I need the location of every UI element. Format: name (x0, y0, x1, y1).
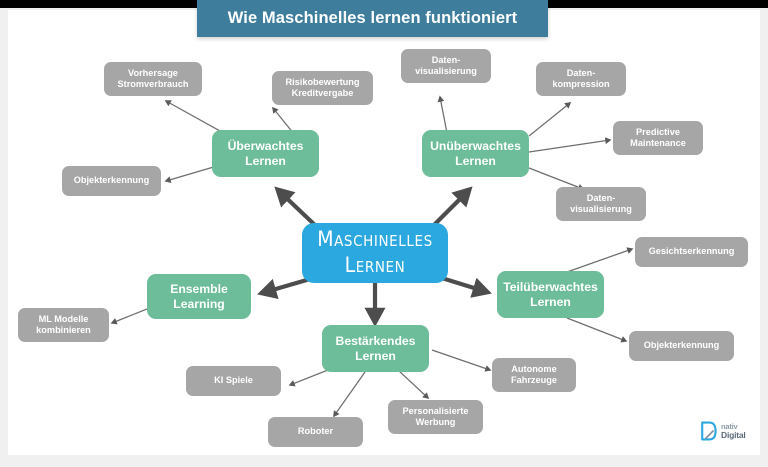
node-ueberwachtes-lernen[interactable]: Überwachtes Lernen (212, 130, 319, 177)
leaf-label-line2: Maintenance (630, 138, 686, 148)
leaf-label-line1: Autonome (511, 363, 557, 374)
leaf-label-line1: Personalisierte (402, 405, 469, 416)
node-vorhersage-stromverbrauch[interactable]: Vorhersage Stromverbrauch (104, 62, 202, 96)
node-ki-spiele[interactable]: KI Spiele (186, 366, 281, 396)
branch-label-line2: Lernen (455, 153, 496, 168)
node-autonome-fahrzeuge[interactable]: Autonome Fahrzeuge (492, 358, 576, 392)
leaf-label-line2: visualisierung (570, 204, 632, 214)
branch-label-line1: Ensemble (170, 281, 228, 296)
leaf-label-line1: ML Modelle (38, 313, 89, 324)
node-personalisierte-werbung[interactable]: Personalisierte Werbung (388, 400, 483, 434)
leaf-label-line2: Kreditvergabe (291, 88, 354, 98)
leaf-label-line2: Fahrzeuge (511, 375, 557, 385)
title-banner: Wie Maschinelles lernen funktioniert (197, 0, 548, 37)
branch-label-line1: Unüberwachtes (430, 138, 521, 153)
branch-label-line2: Lernen (245, 153, 286, 168)
node-risikobewertung-kreditvergabe[interactable]: Risikobewertung Kreditvergabe (272, 71, 373, 105)
center-node-line1: Maschinelles (317, 227, 433, 252)
leaf-label-line2: Stromverbrauch (117, 79, 189, 89)
leaf-label-line2: kombinieren (36, 325, 91, 335)
node-unueberwachtes-lernen[interactable]: Unüberwachtes Lernen (422, 130, 529, 177)
node-ml-modelle-kombinieren[interactable]: ML Modelle kombinieren (18, 308, 109, 342)
node-maschinelles-lernen[interactable]: Maschinelles Lernen (302, 223, 448, 283)
node-datenvisualisierung-oben[interactable]: Daten- visualisierung (401, 49, 491, 83)
leaf-label-line2: kompression (552, 79, 610, 89)
node-predictive-maintenance[interactable]: Predictive Maintenance (613, 121, 703, 155)
node-datenkompression[interactable]: Daten- kompression (536, 62, 626, 96)
node-datenvisualisierung-unten[interactable]: Daten- visualisierung (556, 187, 646, 221)
center-node-line2: Lernen (344, 253, 406, 277)
leaf-label-line2: visualisierung (415, 66, 477, 76)
page-title: Wie Maschinelles lernen funktioniert (227, 9, 518, 27)
node-bestaerkendes-lernen[interactable]: Bestärkendes Lernen (322, 325, 429, 372)
leaf-label-line1: Vorhersage (128, 67, 178, 78)
leaf-label-line1: Predictive (636, 126, 680, 137)
leaf-label-line1: Daten- (431, 54, 461, 65)
leaf-label-line1: Objekterkennung (73, 175, 150, 186)
node-gesichtserkennung[interactable]: Gesichtserkennung (635, 237, 748, 267)
logo-name-top: nativ (721, 422, 738, 431)
logo-wordmark: nativ Digital (721, 423, 746, 439)
leaf-label-line1: Risikobewertung (285, 76, 360, 87)
branch-label-line2: Learning (173, 296, 225, 311)
leaf-label-line2: Werbung (415, 417, 456, 427)
branch-label-line1: Überwachtes (227, 138, 304, 153)
logo-name-bottom: Digital (721, 429, 746, 440)
nativ-logo-mark (701, 421, 717, 441)
leaf-label-line1: Roboter (297, 426, 334, 437)
node-teilueberwachtes-lernen[interactable]: Teilüberwachtes Lernen (497, 271, 604, 318)
leaf-label-line1: Daten- (566, 67, 596, 78)
branch-label-line2: Lernen (355, 348, 396, 363)
branch-label-line1: Bestärkendes (335, 333, 416, 348)
leaf-label-line1: Gesichtserkennung (648, 246, 735, 257)
leaf-label-line1: KI Spiele (214, 375, 253, 386)
leaf-label-line1: Daten- (586, 192, 616, 203)
node-objekterkennung-ueberwacht[interactable]: Objekterkennung (62, 166, 161, 196)
branch-label-line1: Teilüberwachtes (503, 279, 598, 294)
node-roboter[interactable]: Roboter (268, 417, 363, 447)
leaf-label-line1: Objekterkennung (643, 340, 720, 351)
node-objekterkennung-teil[interactable]: Objekterkennung (629, 331, 734, 361)
branch-label-line2: Lernen (530, 294, 571, 309)
nativ-digital-logo: nativ Digital (700, 418, 756, 444)
node-ensemble-learning[interactable]: Ensemble Learning (147, 274, 251, 319)
